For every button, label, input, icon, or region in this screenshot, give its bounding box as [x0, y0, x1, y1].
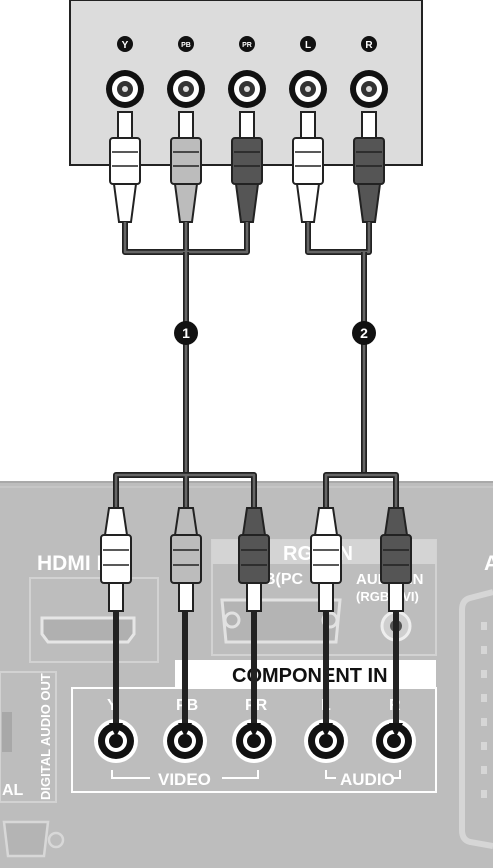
rgb-pc-label: B(PC [264, 571, 304, 588]
audio-in-sub-label: (RGB/DVI) [356, 589, 419, 604]
svg-text:PB: PB [181, 42, 191, 49]
component-in-box [71, 660, 437, 793]
digital-audio-out-label: DIGITAL AUDIO OUT [38, 673, 53, 800]
source-plug-y [109, 111, 141, 223]
cable-number-2-badge: 2 [352, 321, 376, 345]
cable-number-1-badge: 1 [174, 321, 198, 345]
component-jack-label-y: Y [107, 697, 118, 714]
top-cable-bundle-1-inner [123, 222, 249, 254]
bottom-plug-l [310, 507, 342, 737]
video-bracket [111, 770, 259, 779]
source-label-l: L [300, 36, 316, 52]
bottom-plug-y [100, 507, 132, 737]
source-label-pr: PR [239, 36, 255, 52]
svg-text:2: 2 [360, 325, 368, 341]
component-jack-y [94, 719, 138, 763]
source-jack-y [106, 70, 144, 108]
source-jack-r [350, 70, 388, 108]
svg-text:1: 1 [182, 325, 190, 341]
digital-audio-out-area [0, 671, 57, 803]
component-jack-pb [163, 719, 207, 763]
source-plug-r [353, 111, 385, 223]
component-jack-pr [232, 719, 276, 763]
source-label-r: R [361, 36, 377, 52]
source-jack-l [289, 70, 327, 108]
source-jack-pr [228, 70, 266, 108]
audio-bracket [325, 770, 401, 779]
audio-group-label: AUDIO [340, 770, 395, 789]
optical-label-fragment: AL [2, 782, 24, 799]
source-jack-pb [167, 70, 205, 108]
edge-label-fragment: A [484, 552, 493, 575]
component-jack-r [372, 719, 416, 763]
svg-text:PR: PR [242, 42, 252, 49]
component-in-label: COMPONENT IN [232, 665, 388, 687]
hdmi-port-area [29, 577, 159, 663]
svg-text:Y: Y [122, 40, 129, 51]
source-plug-pb [170, 111, 202, 223]
trunk-cables [183, 252, 367, 472]
svg-text:L: L [305, 40, 311, 51]
component-jacks [94, 719, 416, 763]
bottom-cable-splitter-2 [323, 472, 399, 510]
bottom-plug-pr [238, 507, 270, 737]
top-cable-bundle-2 [305, 222, 372, 255]
component-jack-l [304, 719, 348, 763]
svg-text:R: R [365, 40, 373, 51]
rs232c-port [2, 820, 65, 858]
source-label-y: Y [117, 36, 133, 52]
source-jack-labels: Y PB PR L R [117, 36, 377, 52]
source-plug-l [292, 111, 324, 223]
hdmi-label: HDMI I [37, 552, 102, 575]
scart-port-edge [459, 589, 493, 849]
top-cable-bundle-2-inner [306, 222, 371, 254]
source-label-pb: PB [178, 36, 194, 52]
video-group-label: VIDEO [158, 770, 211, 789]
bottom-plug-r [380, 507, 412, 737]
bottom-plug-pb [170, 507, 202, 737]
bottom-cable-splitter-1 [113, 472, 257, 510]
source-plug-pr [231, 111, 263, 223]
source-jacks [106, 70, 388, 108]
